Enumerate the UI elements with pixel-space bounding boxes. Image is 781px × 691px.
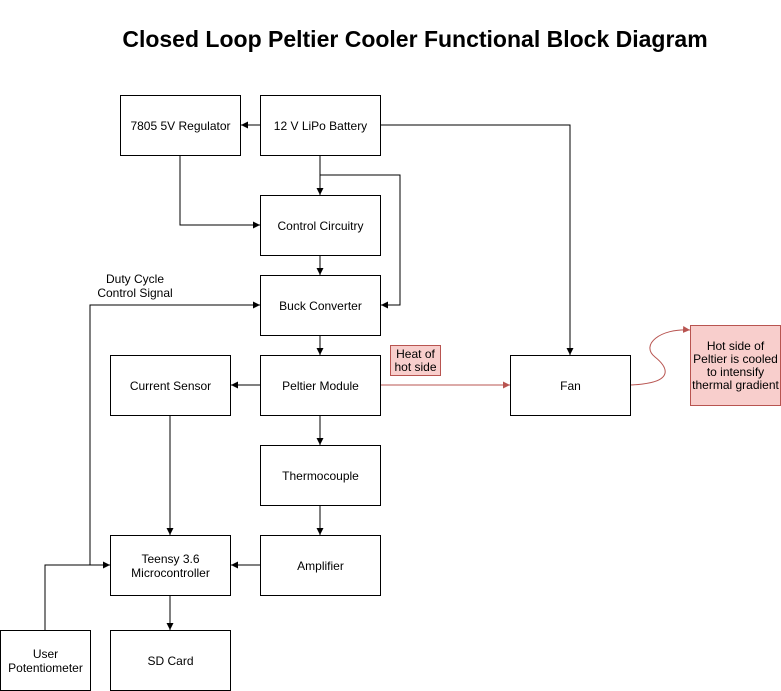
potentiometer-to-teensy-arrow [44,561,110,630]
hot-side-note: Hot side of Peltier is cooled to intensi… [690,325,781,406]
buck-converter-block[interactable]: Buck Converter [260,275,381,336]
battery-block[interactable]: 12 V LiPo Battery [260,95,381,156]
sd-card-block[interactable]: SD Card [110,630,231,691]
teensy-block[interactable]: Teensy 3.6 Microcontroller [110,535,231,596]
current-sensor-block[interactable]: Current Sensor [110,355,231,416]
fan-to-note-curve [629,326,691,386]
duty-cycle-arrow [89,301,260,566]
amplifier-block[interactable]: Amplifier [260,535,381,596]
heat-of-hot-side-label: Heat of hot side [390,345,441,376]
control-circuitry-block[interactable]: Control Circuitry [260,195,381,256]
battery-to-fan-arrow [380,124,574,355]
regulator-block[interactable]: 7805 5V Regulator [120,95,241,156]
fan-block[interactable]: Fan [510,355,631,416]
thermocouple-block[interactable]: Thermocouple [260,445,381,506]
regulator-to-control-arrow [179,155,260,229]
battery-to-buck-arrow [320,174,401,309]
duty-cycle-label: Duty Cycle Control Signal [97,272,173,300]
peltier-module-block[interactable]: Peltier Module [260,355,381,416]
potentiometer-block[interactable]: User Potentiometer [0,630,91,691]
diagram-title: Closed Loop Peltier Cooler Functional Bl… [122,26,708,52]
